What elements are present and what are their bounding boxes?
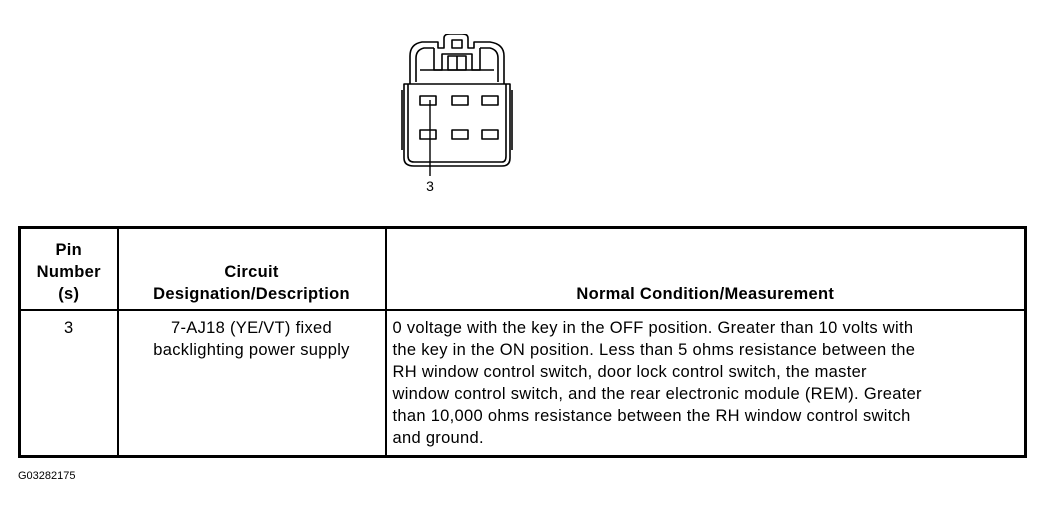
pin-callout-label: 3 <box>426 178 434 194</box>
connector-face-diagram <box>401 34 513 176</box>
pin-header-line-2: Number <box>36 263 101 281</box>
condition-line-2: the key in the ON position. Less than 5 … <box>392 341 916 359</box>
condition-line-5: than 10,000 ohms resistance between the … <box>392 407 911 425</box>
figure-id: G03282175 <box>18 470 76 482</box>
pin-specification-table: Pin Number (s) Circuit Designation/Descr… <box>18 226 1027 458</box>
condition-header-text: Normal Condition/Measurement <box>576 285 835 303</box>
circuit-header-line-2: Designation/Description <box>153 285 350 303</box>
condition-header: Normal Condition/Measurement <box>384 226 1027 311</box>
pin-number-cell: 3 <box>18 309 119 458</box>
pin-number-header: Pin Number (s) <box>18 226 119 311</box>
pin-header-line-3: (s) <box>58 285 80 303</box>
circuit-line-2: backlighting power supply <box>153 341 350 359</box>
pin-header-line-1: Pin <box>55 241 83 259</box>
condition-cell: 0 voltage with the key in the OFF positi… <box>384 309 1027 458</box>
circuit-header-line-1: Circuit <box>224 263 279 281</box>
condition-line-4: window control switch, and the rear elec… <box>392 385 922 403</box>
circuit-header: Circuit Designation/Description <box>116 226 387 311</box>
circuit-line-1: 7-AJ18 (YE/VT) fixed <box>171 319 332 337</box>
table-row: 3 7-AJ18 (YE/VT) fixed backlighting powe… <box>18 309 1027 458</box>
condition-line-3: RH window control switch, door lock cont… <box>392 363 867 381</box>
table-header-row: Pin Number (s) Circuit Designation/Descr… <box>18 226 1027 311</box>
condition-line-1: 0 voltage with the key in the OFF positi… <box>392 319 914 337</box>
condition-line-6: and ground. <box>392 429 484 447</box>
circuit-cell: 7-AJ18 (YE/VT) fixed backlighting power … <box>116 309 387 458</box>
